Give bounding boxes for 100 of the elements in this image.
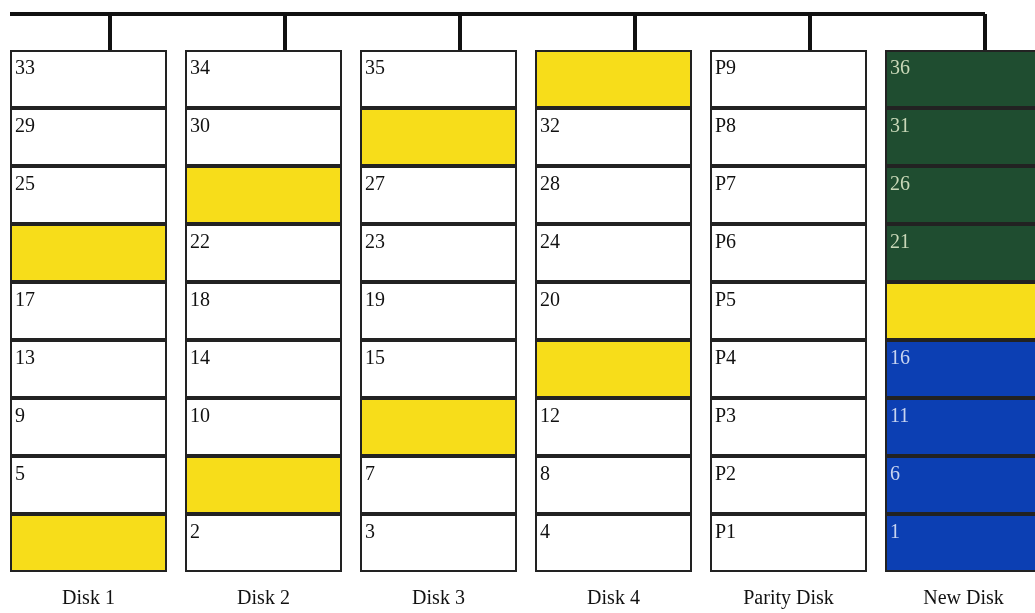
block-number: 23: [365, 230, 385, 252]
block-number: 13: [15, 346, 35, 368]
data-block: [710, 50, 867, 108]
data-block: [185, 282, 342, 340]
block-number: 17: [15, 288, 35, 310]
empty-block: [360, 398, 517, 456]
connector-line: [808, 14, 812, 50]
block-number: P4: [715, 346, 737, 368]
disk-label: Disk 4: [586, 585, 641, 609]
block-number: 32: [540, 114, 560, 136]
data-block: [10, 50, 167, 108]
empty-block: [185, 456, 342, 514]
data-block: [10, 282, 167, 340]
empty-block: [185, 166, 342, 224]
data-block: [885, 456, 1035, 514]
block-number: 6: [890, 462, 900, 484]
connector-line: [983, 14, 987, 50]
empty-block: [360, 108, 517, 166]
block-number: 30: [190, 114, 210, 136]
data-block: [10, 340, 167, 398]
block-number: 15: [365, 346, 385, 368]
block-number: 3: [365, 520, 375, 542]
data-block: [710, 108, 867, 166]
block-number: P8: [715, 114, 737, 136]
data-block: [185, 514, 342, 572]
data-block: [535, 224, 692, 282]
empty-block: [10, 224, 167, 282]
block-number: 29: [15, 114, 35, 136]
data-block: [535, 398, 692, 456]
block-number: 1: [890, 520, 900, 542]
empty-block: [535, 340, 692, 398]
data-block: [185, 340, 342, 398]
block-number: 34: [190, 56, 210, 78]
block-number: P9: [715, 56, 737, 78]
data-block: [535, 108, 692, 166]
disk-column: [710, 50, 867, 610]
disk-label: Parity Disk: [742, 585, 835, 609]
data-block: [885, 166, 1035, 224]
block-number: 31: [890, 114, 910, 136]
block-number: 4: [540, 520, 550, 542]
block-number: 9: [15, 404, 25, 426]
block-number: 7: [365, 462, 375, 484]
block-number: 12: [540, 404, 560, 426]
block-number: P2: [715, 462, 737, 484]
data-block: [360, 166, 517, 224]
block-number: 19: [365, 288, 385, 310]
block-number: 27: [365, 172, 385, 194]
data-block: [535, 514, 692, 572]
data-block: [360, 340, 517, 398]
data-block: [185, 224, 342, 282]
data-block: [710, 282, 867, 340]
connector-line: [108, 14, 112, 50]
block-number: 10: [190, 404, 210, 426]
data-block: [10, 108, 167, 166]
connector-line: [283, 14, 287, 50]
data-block: [535, 166, 692, 224]
block-number: 20: [540, 288, 560, 310]
data-block: [885, 224, 1035, 282]
block-number: 28: [540, 172, 560, 194]
data-block: [360, 50, 517, 108]
data-block: [710, 456, 867, 514]
block-number: P5: [715, 288, 737, 310]
disk-label: Disk 2: [236, 585, 291, 609]
block-number: 21: [890, 230, 910, 252]
connector-line: [458, 14, 462, 50]
data-block: [535, 282, 692, 340]
block-number: 24: [540, 230, 560, 252]
block-number: P6: [715, 230, 737, 252]
block-number: 2: [190, 520, 200, 542]
data-block: [185, 398, 342, 456]
block-number: 33: [15, 56, 35, 78]
block-number: 11: [890, 404, 910, 426]
block-number: 26: [890, 172, 910, 194]
block-number: 8: [540, 462, 550, 484]
data-block: [10, 456, 167, 514]
data-block: [535, 456, 692, 514]
block-number: 14: [190, 346, 210, 368]
block-number: 35: [365, 56, 385, 78]
block-number: 25: [15, 172, 35, 194]
block-number: 5: [15, 462, 25, 484]
data-block: [885, 514, 1035, 572]
data-block: [10, 166, 167, 224]
block-number: 18: [190, 288, 210, 310]
empty-block: [885, 282, 1035, 340]
block-number: 22: [190, 230, 210, 252]
data-block: [710, 340, 867, 398]
data-block: [360, 456, 517, 514]
data-block: [185, 50, 342, 108]
empty-block: [535, 50, 692, 108]
data-block: [185, 108, 342, 166]
data-block: [710, 398, 867, 456]
data-block: [360, 282, 517, 340]
bus-line: [10, 12, 985, 16]
data-block: [10, 398, 167, 456]
block-number: 36: [890, 56, 910, 78]
data-block: [360, 514, 517, 572]
disk-label: Disk 3: [411, 585, 466, 609]
block-number: P7: [715, 172, 737, 194]
data-block: [885, 50, 1035, 108]
block-number: P1: [715, 520, 737, 542]
